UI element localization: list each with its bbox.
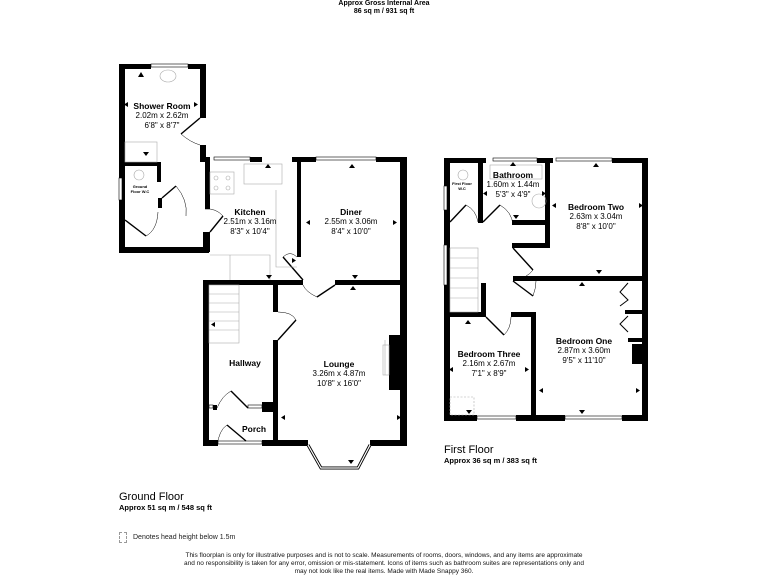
- ground-floor-dimension-markers: [124, 72, 401, 464]
- room-name: Shower Room: [133, 101, 191, 111]
- ground-floor-fixtures: [124, 69, 390, 376]
- ground-floor-caption: Ground Floor Approx 51 sq m / 548 sq ft: [119, 491, 212, 512]
- ground-floor-title: Ground Floor: [119, 491, 184, 503]
- room-ground-floor-wc: Ground Floor W.C: [130, 184, 150, 194]
- room-metric: 3.26m x 4.87m: [312, 369, 366, 378]
- room-metric: 2.16m x 2.67m: [462, 359, 516, 368]
- first-floor-title: First Floor: [444, 444, 494, 456]
- dashed-box-icon: [119, 532, 127, 543]
- room-shower-room: Shower Room 2.02m x 2.62m 6'8" x 8'7": [133, 101, 190, 131]
- gross-area-title: Approx Gross Internal Area: [338, 0, 430, 7]
- first-floor-fixtures: [449, 164, 547, 416]
- first-floor-dimension-markers: [449, 162, 643, 414]
- room-bathroom: Bathroom 1.60m x 1.44m 5'3" x 4'9": [487, 170, 540, 200]
- ground-floor-area: Approx 51 sq m / 548 sq ft: [119, 503, 212, 512]
- room-bedroom-two: Bedroom Two 2.63m x 3.04m 8'8" x 10'0": [568, 202, 624, 232]
- room-first-floor-wc: First Floor W.C: [452, 181, 472, 191]
- first-floor-caption: First Floor Approx 36 sq m / 383 sq ft: [444, 444, 537, 465]
- room-name: Porch: [241, 424, 267, 434]
- room-imperial: 10'8" x 16'0": [317, 379, 361, 388]
- room-imperial: 9'5" x 11'10": [562, 356, 606, 365]
- room-metric: 2.87m x 3.60m: [557, 346, 611, 355]
- room-name: Diner: [340, 207, 362, 217]
- room-name: Kitchen: [234, 207, 266, 217]
- room-bedroom-three: Bedroom Three 2.16m x 2.67m 7'1" x 8'9": [458, 349, 521, 379]
- room-name: Bedroom Two: [567, 202, 625, 212]
- first-floor-doors: [449, 204, 629, 336]
- room-name: Bathroom: [492, 170, 534, 180]
- room-lounge: Lounge 3.26m x 4.87m 10'8" x 16'0": [313, 359, 366, 389]
- disclaimer: This floorplan is only for illustrative …: [0, 552, 768, 576]
- room-metric: 2.51m x 3.16m: [223, 217, 277, 226]
- gross-area-value: 86 sq m / 931 sq ft: [353, 8, 415, 15]
- ground-floor-windows: [118, 63, 377, 470]
- room-porch: Porch: [242, 424, 266, 434]
- disclaimer-line: This floorplan is only for illustrative …: [185, 552, 583, 559]
- gross-area-header: Approx Gross Internal Area 86 sq m / 931…: [0, 0, 768, 16]
- room-imperial: 8'8" x 10'0": [576, 222, 616, 231]
- room-metric: 2.55m x 3.06m: [324, 217, 378, 226]
- room-metric: 2.63m x 3.04m: [569, 212, 623, 221]
- disclaimer-line: may not look like the real items. Made w…: [294, 568, 474, 575]
- legend-text: Denotes head height below 1.5m: [133, 534, 236, 541]
- room-hallway: Hallway: [229, 358, 261, 368]
- head-height-legend: Denotes head height below 1.5m: [119, 532, 235, 543]
- ground-floor-doors: [124, 117, 336, 447]
- room-diner: Diner 2.55m x 3.06m 8'4" x 10'0": [325, 207, 378, 237]
- room-imperial: 5'3" x 4'9": [495, 190, 531, 199]
- room-name: Hallway: [229, 358, 261, 368]
- room-name: Bedroom Three: [457, 349, 521, 359]
- room-imperial: 6'8" x 8'7": [144, 121, 180, 130]
- room-imperial: 8'3" x 10'4": [230, 227, 270, 236]
- room-imperial: 7'1" x 8'9": [471, 369, 507, 378]
- room-kitchen: Kitchen 2.51m x 3.16m 8'3" x 10'4": [224, 207, 277, 237]
- room-name: Bedroom One: [555, 336, 613, 346]
- first-floor-area: Approx 36 sq m / 383 sq ft: [444, 456, 537, 465]
- ground-floor-walls: [119, 64, 407, 446]
- first-floor-walls: [444, 158, 648, 421]
- room-name: Lounge: [323, 359, 355, 369]
- disclaimer-line: and no responsibility is taken for any e…: [184, 560, 584, 567]
- room-bedroom-one: Bedroom One 2.87m x 3.60m 9'5" x 11'10": [556, 336, 612, 366]
- first-floor-windows: [443, 157, 623, 420]
- room-metric: 2.02m x 2.62m: [135, 111, 189, 120]
- room-imperial: 8'4" x 10'0": [331, 227, 371, 236]
- room-metric: 1.60m x 1.44m: [486, 180, 540, 189]
